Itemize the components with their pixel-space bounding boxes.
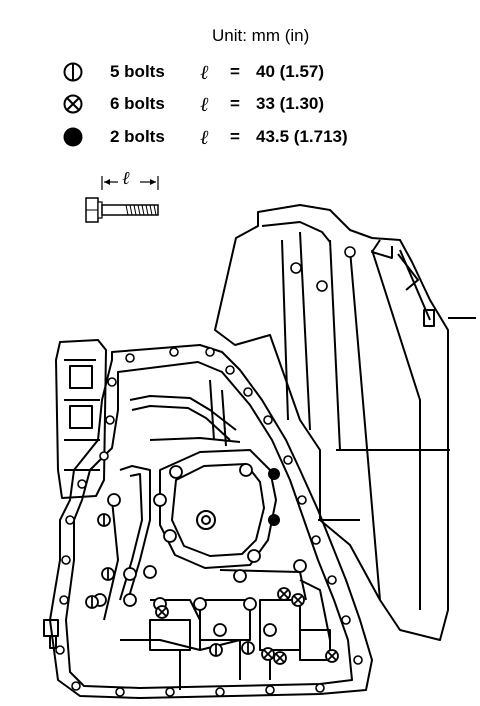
transmission-case-outline — [214, 204, 449, 641]
length-symbol: ℓ — [200, 59, 209, 84]
bolt-length-diagram — [85, 176, 159, 223]
transmission-control-valve-drawing — [43, 204, 476, 699]
upper-valve-plate — [159, 449, 277, 569]
legend-row-6-bolts: 6 bolts ℓ = 33 (1.30) — [62, 92, 324, 116]
length-symbol: ℓ — [200, 91, 209, 116]
legend-value: 33 (1.30) — [256, 94, 325, 113]
filled-circle-icon — [63, 127, 83, 147]
oil-pan-outline — [49, 344, 373, 699]
length-symbol: ℓ — [200, 124, 209, 149]
legend-count: 5 bolts — [110, 62, 165, 81]
filled-bolts — [268, 468, 280, 526]
circle-with-x-bolts — [155, 587, 339, 665]
legend-value: 40 (1.57) — [256, 62, 325, 81]
legend-row-5-bolts: 5 bolts ℓ = 40 (1.57) — [62, 60, 324, 84]
unit-label: Unit: mm (in) — [212, 26, 310, 45]
pan-perimeter-bolts — [55, 246, 363, 697]
bolt-length-label: ℓ — [122, 168, 130, 189]
legend-row-2-bolts: 2 bolts ℓ = 43.5 (1.713) — [62, 125, 348, 149]
circle-with-x-icon — [63, 94, 83, 114]
equals-sign: = — [230, 94, 240, 113]
circle-with-line-icon — [63, 62, 83, 82]
side-cover — [55, 339, 107, 499]
legend-count: 2 bolts — [110, 127, 165, 146]
equals-sign: = — [230, 62, 240, 81]
circle-with-line-bolts — [85, 513, 255, 657]
legend-count: 6 bolts — [110, 94, 165, 113]
valve-body-bolts — [93, 463, 307, 637]
equals-sign: = — [230, 127, 240, 146]
legend-value: 43.5 (1.713) — [256, 127, 348, 146]
